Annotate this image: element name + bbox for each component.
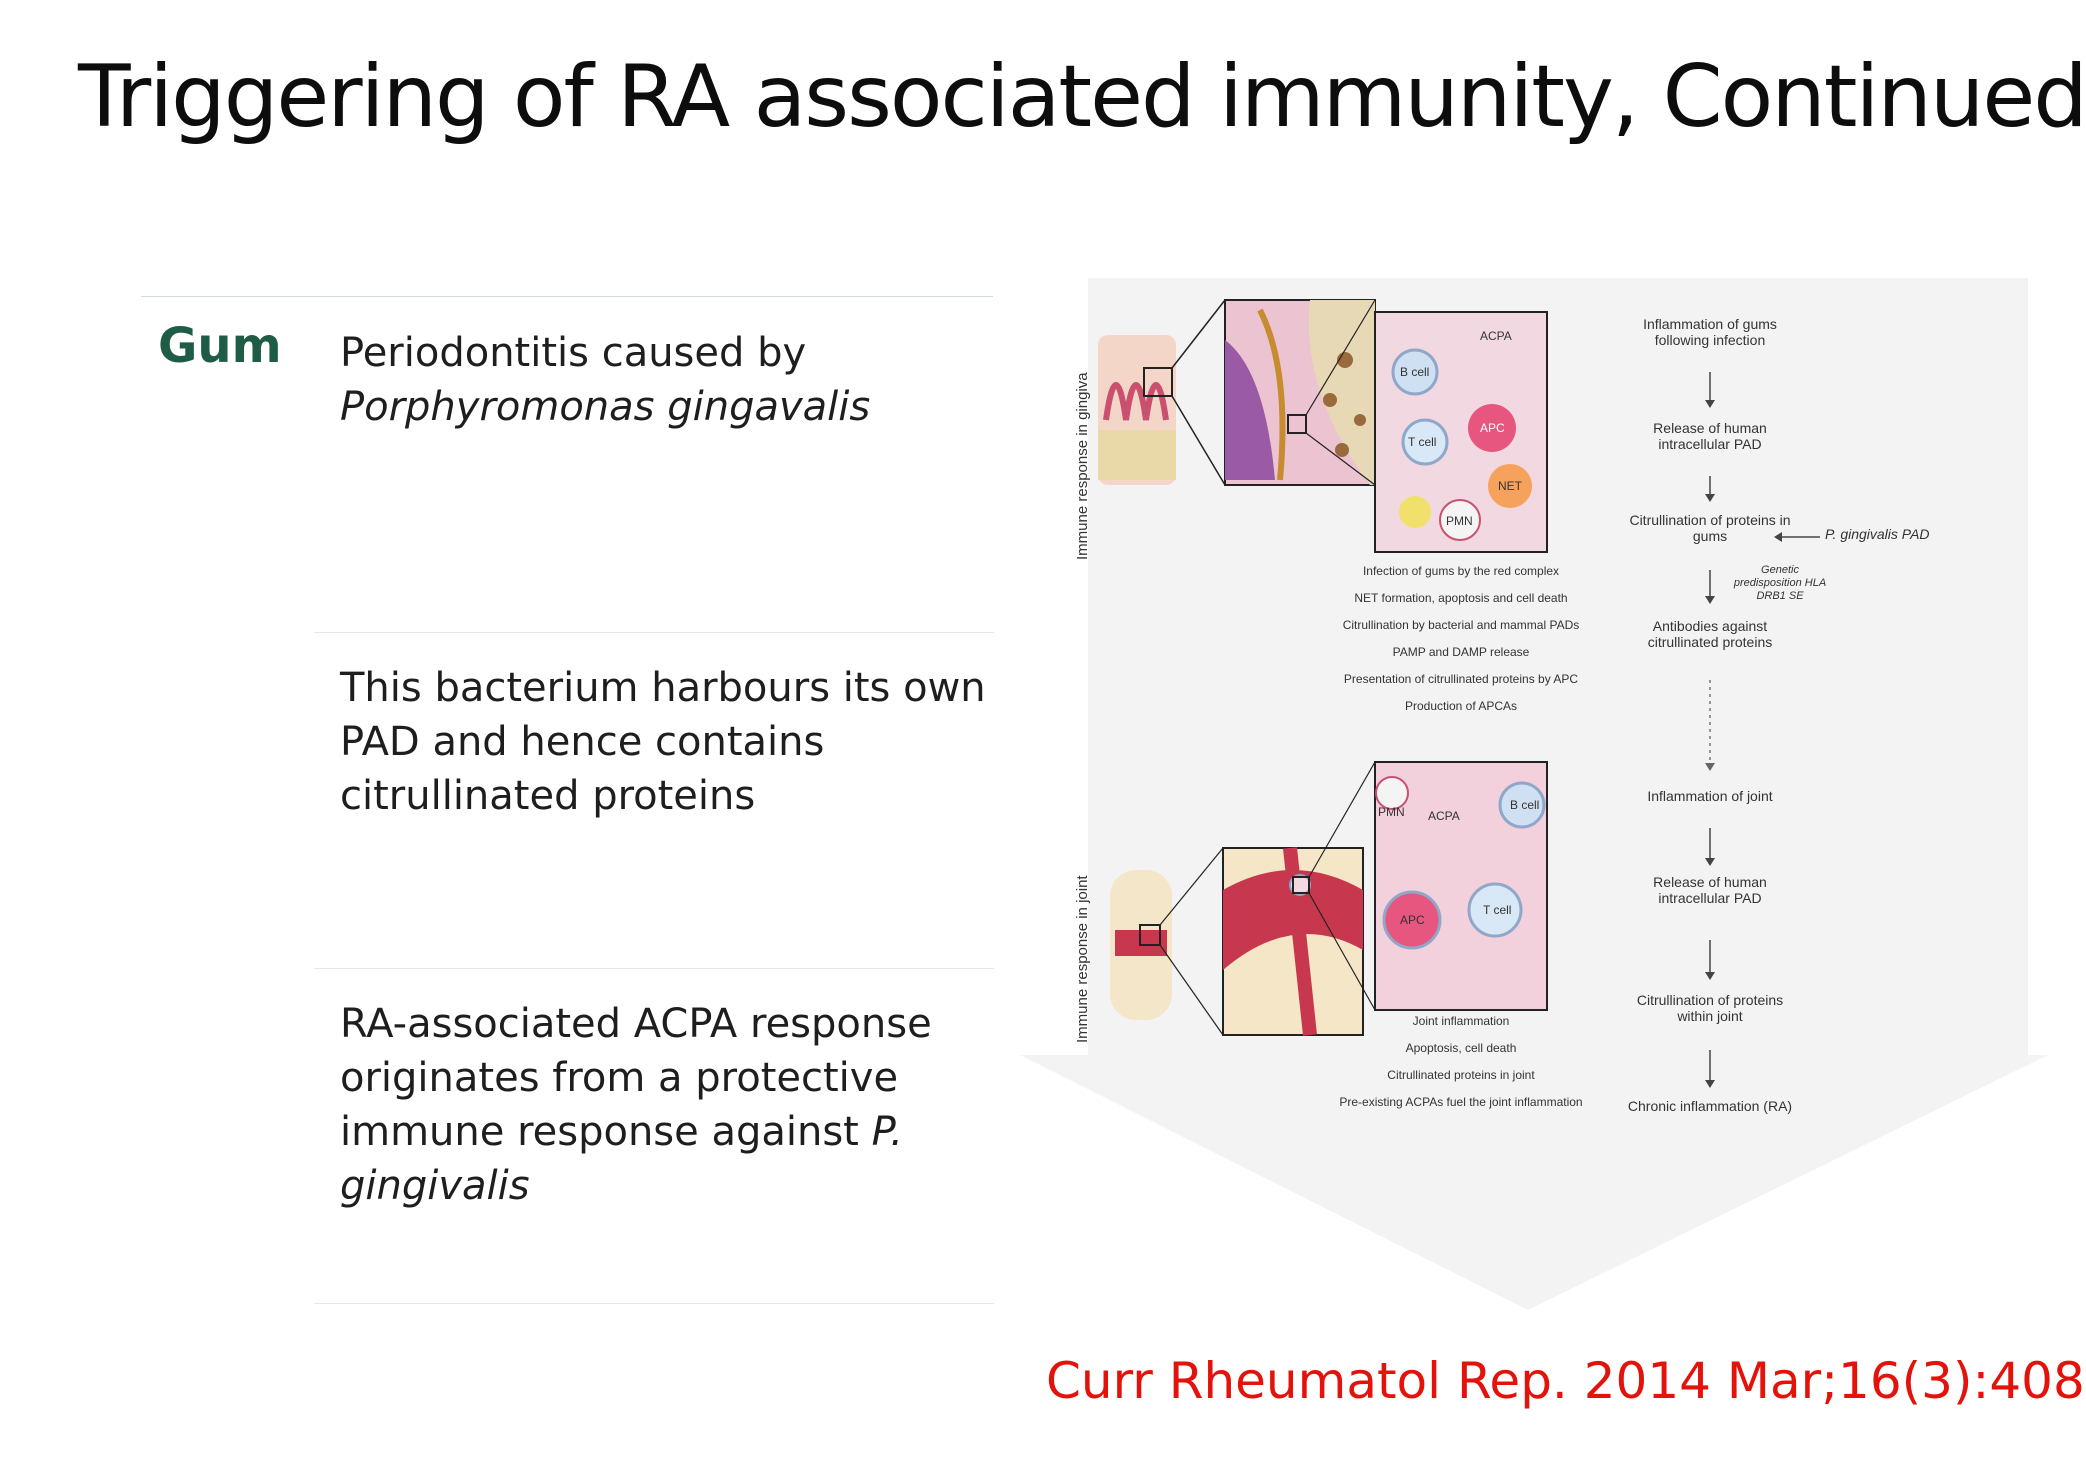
cell-label-t-cell: T cell xyxy=(1408,435,1436,449)
side-label-joint: Immune response in joint xyxy=(1074,875,1091,1043)
ra-immunity-figure: Immune response in gingiva Immune respon… xyxy=(1020,278,2048,1310)
genetic-note: Genetic predisposition HLA DRB1 SE xyxy=(1733,564,1827,602)
event-item: Apoptosis, cell death xyxy=(1406,1041,1517,1055)
side-label-gingiva: Immune response in gingiva xyxy=(1074,372,1091,560)
event-item: Pre-existing ACPAs fuel the joint inflam… xyxy=(1339,1095,1582,1109)
cell-label-apc: APC xyxy=(1400,913,1425,927)
cell-label-acpa: ACPA xyxy=(1480,329,1512,343)
cell-text-italic: P. gingivalis xyxy=(340,1109,903,1209)
cell-label-net: NET xyxy=(1498,479,1523,493)
cell-text: RA-associated ACPA response originates f… xyxy=(340,1001,932,1155)
row-divider xyxy=(314,1303,994,1304)
top-event-list: Infection of gums by the red complex NET… xyxy=(1343,564,1580,713)
cell-label-t-cell: T cell xyxy=(1483,903,1511,917)
cell-text-italic: Porphyromonas gingavalis xyxy=(340,384,871,430)
table-cell-periodontitis: Periodontitis caused by Porphyromonas gi… xyxy=(340,326,990,434)
event-item: Joint inflammation xyxy=(1413,1014,1510,1028)
flow-step: Chronic inflammation (RA) xyxy=(1627,1098,1793,1114)
cell-label-pmn: PMN xyxy=(1378,805,1405,819)
cell-label-acpa: ACPA xyxy=(1428,809,1460,823)
flow-step: Citrullination of proteins in gums xyxy=(1629,512,1791,544)
flow-step: Antibodies against citrullinated protein… xyxy=(1647,618,1773,650)
flow-side-input: P. gingivalis PAD Genetic predisposition… xyxy=(1733,526,1930,602)
flow-step: Citrullination of proteins within joint xyxy=(1636,992,1784,1024)
cell-text: Periodontitis caused by xyxy=(340,330,807,376)
flow-step: Release of human intracellular PAD xyxy=(1653,874,1767,906)
flow-step: Inflammation of joint xyxy=(1647,788,1773,804)
flow-step: Inflammation of gums following infection xyxy=(1643,316,1777,348)
cell-label-b-cell: B cell xyxy=(1400,365,1429,379)
row-label-gum: Gum xyxy=(158,318,282,374)
row-divider xyxy=(314,632,994,633)
cell-label-pmn: PMN xyxy=(1446,514,1473,528)
cell-text: This bacterium harbours its own PAD and … xyxy=(340,665,986,819)
event-item: NET formation, apoptosis and cell death xyxy=(1354,591,1567,605)
side-input-label: P. gingivalis PAD xyxy=(1825,526,1930,542)
row-divider xyxy=(314,968,994,969)
gum-cells-panel: ACPA B cell APC T cell NET PMN xyxy=(1374,311,1548,553)
gum-zoom-illustration xyxy=(1224,299,1376,486)
joint-cells-panel: PMN ACPA B cell APC T cell xyxy=(1374,761,1548,1011)
event-item: Citrullinated proteins in joint xyxy=(1387,1068,1535,1082)
event-item: Infection of gums by the red complex xyxy=(1363,564,1559,578)
event-item: Production of APCAs xyxy=(1405,699,1517,713)
cell-label-b-cell: B cell xyxy=(1510,798,1539,812)
flow-top: Inflammation of gums following infection… xyxy=(1629,316,1791,771)
flow-step: Release of human intracellular PAD xyxy=(1653,420,1767,452)
table-top-rule xyxy=(141,296,993,297)
table-cell-acpa-response: RA-associated ACPA response originates f… xyxy=(340,997,990,1213)
citation: Curr Rheumatol Rep. 2014 Mar;16(3):408 xyxy=(1046,1352,2085,1410)
joint-zoom-illustration xyxy=(1222,761,1376,1036)
gum-tissue-illustration xyxy=(1098,299,1226,486)
cell-label-apc: APC xyxy=(1480,421,1505,435)
event-item: PAMP and DAMP release xyxy=(1393,645,1530,659)
joint-illustration xyxy=(1110,847,1224,1036)
event-item: Presentation of citrullinated proteins b… xyxy=(1344,672,1578,686)
slide-title: Triggering of RA associated immunity, Co… xyxy=(78,47,2086,147)
bottom-event-list: Joint inflammation Apoptosis, cell death… xyxy=(1339,1014,1582,1109)
event-item: Citrullination by bacterial and mammal P… xyxy=(1343,618,1580,632)
table-cell-bacterium-pad: This bacterium harbours its own PAD and … xyxy=(340,661,990,823)
flow-bottom: Inflammation of joint Release of human i… xyxy=(1627,788,1793,1114)
